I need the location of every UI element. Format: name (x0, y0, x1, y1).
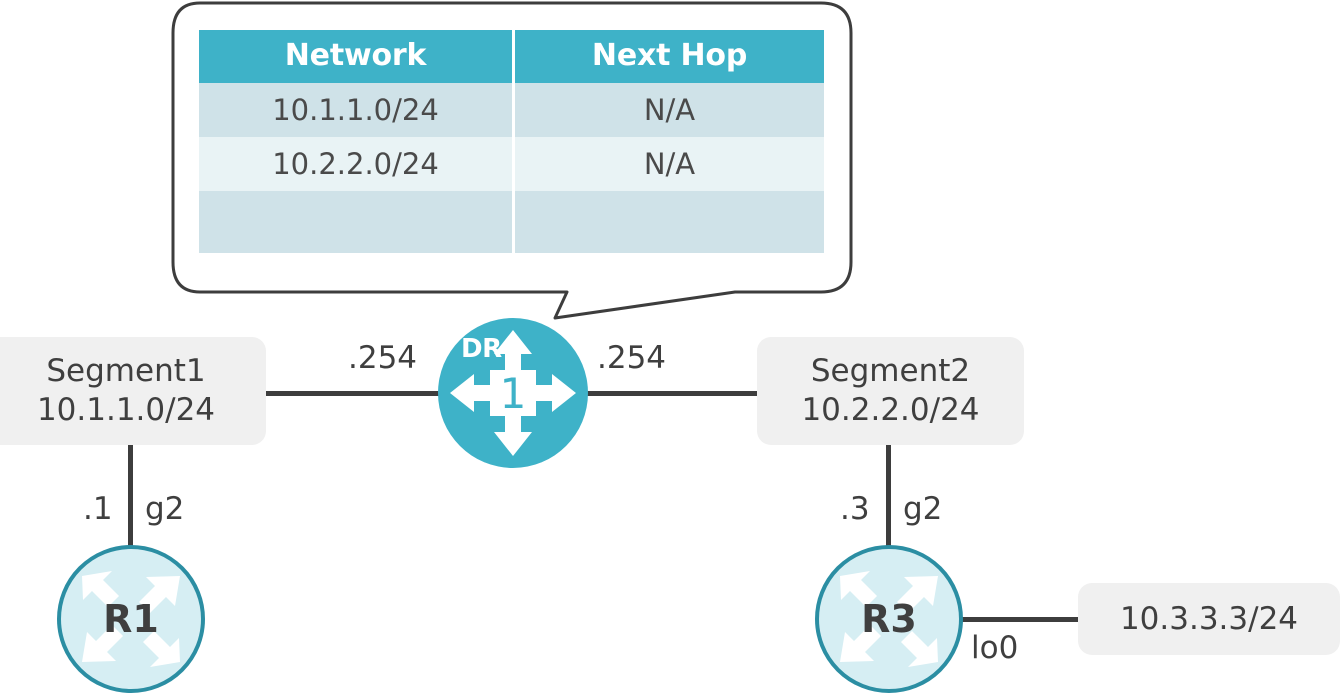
cell-next-hop (513, 191, 824, 253)
segment1-box: Segment1 10.1.1.0/24 (0, 337, 266, 445)
table-row-empty (199, 191, 824, 253)
cell-next-hop: N/A (513, 137, 824, 191)
router-icon (815, 545, 963, 693)
segment1-name: Segment1 (46, 353, 206, 390)
label-r1-ip: .1 (83, 491, 113, 527)
cell-next-hop: N/A (513, 83, 824, 137)
table-header-row: Network Next Hop (199, 30, 824, 83)
router-node-r3[interactable]: R3 (814, 544, 964, 694)
label-switch-right-ip: .254 (597, 340, 667, 376)
table-header-next-hop: Next Hop (513, 30, 824, 83)
segment2-name: Segment2 (810, 353, 971, 390)
segment1-subnet: 10.1.1.0/24 (36, 392, 216, 428)
switch-node[interactable] (438, 318, 588, 468)
table-row: 10.2.2.0/24 N/A (199, 137, 824, 191)
cell-network (199, 191, 515, 253)
router-icon (57, 545, 205, 693)
loopback-address-box: 10.3.3.3/24 (1078, 583, 1340, 655)
label-switch-left-ip: .254 (348, 340, 418, 376)
link-segment2-to-r3 (886, 443, 891, 547)
cell-network: 10.2.2.0/24 (199, 137, 515, 191)
label-r3-loopback-interface: lo0 (971, 630, 1019, 666)
segment2-box: Segment2 10.2.2.0/24 (757, 337, 1024, 445)
table-header-network: Network (199, 30, 515, 83)
switch-dr-label: DR (461, 334, 502, 364)
link-r3-to-loopback (958, 617, 1082, 622)
label-r3-ip: .3 (840, 491, 870, 527)
label-r3-interface: g2 (903, 491, 943, 527)
table-row: 10.1.1.0/24 N/A (199, 83, 824, 137)
label-r1-interface: g2 (145, 491, 185, 527)
link-segment1-to-r1 (128, 443, 133, 547)
switch-icon (438, 318, 588, 468)
router-node-r1[interactable]: R1 (56, 544, 206, 694)
routing-table: Network Next Hop 10.1.1.0/24 N/A 10.2.2.… (199, 30, 824, 253)
link-segment1-to-switch (266, 391, 446, 396)
cell-network: 10.1.1.0/24 (199, 83, 515, 137)
segment2-subnet: 10.2.2.0/24 (801, 392, 980, 428)
link-switch-to-segment2 (580, 391, 760, 396)
